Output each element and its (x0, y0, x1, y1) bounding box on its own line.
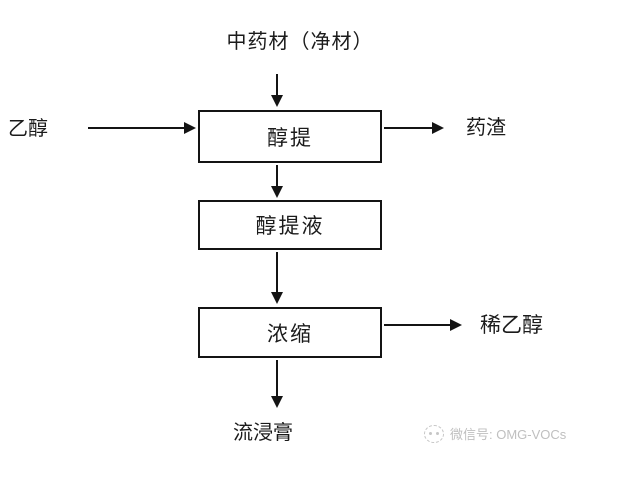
arrow-extraction-to-liquid-head (271, 186, 283, 198)
arrow-dilute-ethanol-head (450, 319, 462, 331)
arrow-dilute-ethanol-line (384, 324, 452, 326)
arrow-extraction-to-liquid-line (276, 165, 278, 186)
residue-output-label: 药渣 (466, 117, 506, 139)
arrow-liquid-to-concentration-head (271, 292, 283, 304)
arrow-residue-head (432, 122, 444, 134)
concentration-box-label: 浓缩 (267, 322, 313, 346)
ethanol-input-label: 乙醇 (8, 118, 48, 140)
arrow-ethanol-head (184, 122, 196, 134)
arrow-to-final-head (271, 396, 283, 408)
arrow-liquid-to-concentration-line (276, 252, 278, 293)
source-material-label: 中药材（净材） (226, 31, 374, 53)
arrow-to-final-line (276, 360, 278, 397)
arrow-source-to-extraction-line (276, 74, 278, 96)
watermark-logo-icon (424, 424, 444, 443)
final-product-label: 流浸膏 (233, 422, 293, 444)
extract-liquid-box: 醇提液 (198, 200, 382, 250)
dilute-ethanol-output-label: 稀乙醇 (480, 314, 543, 337)
arrow-ethanol-line (88, 127, 186, 129)
extraction-box-label: 醇提 (267, 126, 313, 150)
watermark-label: 微信号: OMG-VOCs (450, 427, 567, 442)
extract-liquid-box-label: 醇提液 (255, 215, 325, 238)
arrow-residue-line (384, 127, 434, 129)
arrow-source-to-extraction-head (271, 95, 283, 107)
extraction-box: 醇提 (198, 110, 382, 163)
watermark: 微信号: OMG-VOCs (424, 424, 566, 443)
concentration-box: 浓缩 (198, 307, 382, 358)
